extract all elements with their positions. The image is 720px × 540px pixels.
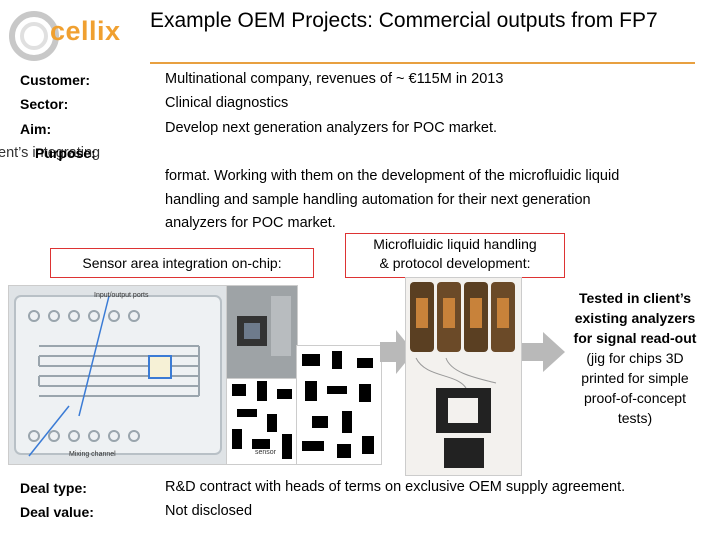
purpose-label: Purpose: [35,145,96,161]
deal-value-value: Not disclosed [165,503,253,519]
analyzer-description: Tested in client’s existing analyzers fo… [560,288,710,428]
sector-value: Clinical diagnostics [165,95,289,111]
sector-label: Sector: [20,96,69,112]
overlapping-text: ent’s integrating [0,145,101,161]
microfluidic-caption-line-1: Microfluidic liquid handling [373,236,537,252]
arrow-right-icon-2 [515,332,565,372]
microfluidic-chip-photo: Input/output ports Mixing channel [8,285,228,465]
aim-value: Develop next generation analyzers for PO… [165,120,498,136]
deal-type-label: Deal type: [20,480,87,496]
deal-value-label: Deal value: [20,504,94,520]
company-logo [6,6,136,66]
logo-swirl-icon [9,11,59,61]
side-text-line-3: proof-of-concept [584,390,686,406]
customer-label: Customer: [20,72,91,88]
body-line-2: handling and sample handling automation … [165,192,591,208]
arrow-right-icon [380,330,414,374]
body-line-1: format. Working with them on the develop… [165,168,620,184]
side-text-bold-1: Tested in client’s [578,290,692,306]
microfluidic-caption: Microfluidic liquid handling & protocol … [345,233,565,278]
sensor-pattern-photo: sensor [226,378,298,465]
customer-value: Multinational company, revenues of ~ €11… [165,71,504,87]
side-text-line-1: (jig for chips 3D [586,350,684,366]
side-text-bold-2: existing analyzers [574,310,696,326]
io-ports-label: Input/output ports [94,292,149,299]
title-underline [150,62,695,64]
side-text-line-2: printed for simple [581,370,689,386]
page-title: Example OEM Projects: Commercial outputs… [150,9,658,32]
sensor-closeup-photo [226,285,298,380]
sensor-chip-label: sensor [255,449,277,456]
microfluidic-caption-line-2: & protocol development: [379,255,531,271]
aim-label: Aim: [20,121,52,137]
side-text-line-4: tests) [617,410,653,426]
sensor-caption: Sensor area integration on-chip: [50,248,314,278]
logo-text: cellix [50,16,121,46]
analyzer-jig-photo [405,277,522,476]
deal-type-value: R&D contract with heads of terms on excl… [165,479,626,495]
mixing-channel-label: Mixing channel [69,451,116,458]
side-text-bold-3: for signal read-out [573,330,697,346]
sensor-caption-text: Sensor area integration on-chip: [82,255,282,271]
pattern-photo-2 [296,345,382,465]
body-line-3: analyzers for POC market. [165,215,336,231]
